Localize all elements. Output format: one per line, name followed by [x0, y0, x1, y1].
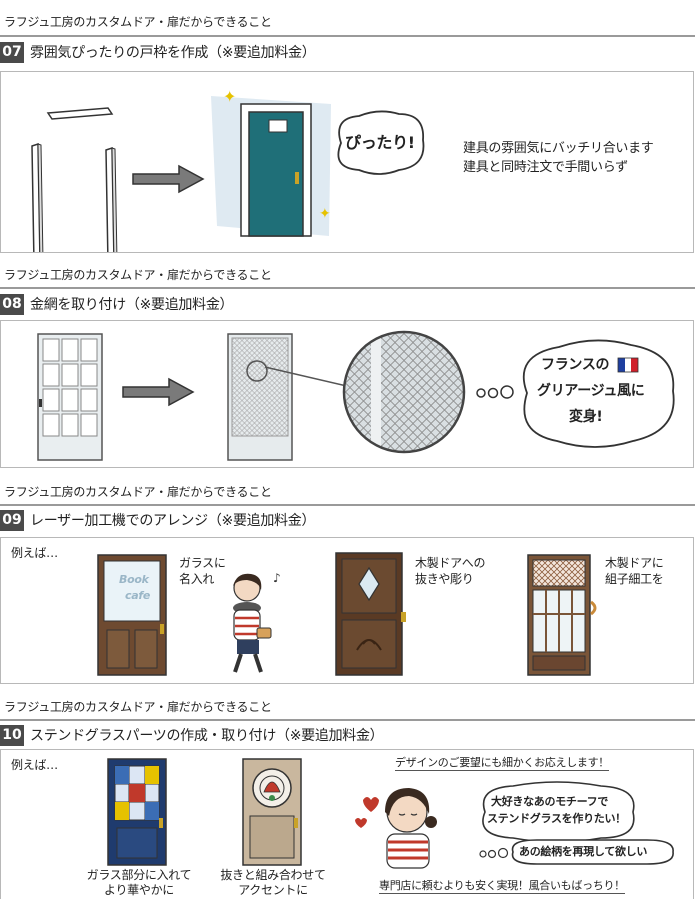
section-description-line2: 建具と同時注文で手間いらず	[463, 160, 628, 175]
divider-08	[0, 287, 695, 289]
arrow-right-icon	[132, 164, 205, 194]
stained-glass-round-window-door-illustration	[242, 758, 302, 866]
door-with-kumiko-illustration	[527, 554, 597, 676]
thought-dots	[479, 847, 509, 859]
french-flag-icon	[617, 357, 639, 373]
divider-07	[0, 35, 695, 37]
speech-bubble-shape	[337, 110, 425, 175]
girl-thinking-illustration	[355, 788, 437, 869]
thought-bubble-1-line2: ステンドグラスを作りたい！	[487, 812, 626, 825]
woman-walking-illustration: ♪	[233, 571, 281, 673]
feature-label-1b: 名入れ	[179, 572, 215, 586]
thought-bubble-line3: 変身!	[569, 409, 603, 425]
section-title: 雰囲気ぴったりの戸枠を作成（※要追加料金）	[30, 45, 316, 61]
bottom-note: 専門店に頼むよりも安く実現！風合いもばっちり！	[379, 879, 625, 894]
stained-glass-blue-door-illustration	[107, 758, 167, 866]
door-frame-parts-illustration	[31, 107, 118, 252]
example-label: 例えば…	[11, 758, 58, 772]
thought-dots	[476, 385, 514, 399]
wood-door-with-cutout-illustration	[335, 552, 406, 676]
section-number: 07	[0, 41, 24, 63]
section-number: 10	[0, 724, 24, 746]
section-header-08: 08 金網を取り付け（※要追加料金）	[0, 293, 234, 315]
feature-label-2b: 抜きや彫り	[415, 572, 474, 586]
thought-bubble-shape-2	[511, 839, 674, 865]
zoom-connector-line	[264, 366, 352, 388]
top-note: デザインのご要望にも細かくお応えします！	[395, 756, 609, 771]
section-number: 09	[0, 509, 24, 531]
section-title: 金網を取り付け（※要追加料金）	[30, 297, 234, 313]
section-header-07: 07 雰囲気ぴったりの戸枠を作成（※要追加料金）	[0, 41, 316, 63]
glass-panel-door-illustration	[37, 333, 103, 461]
thought-bubble-1-line1: 大好きなあのモチーフで	[491, 795, 609, 808]
svg-text:✦: ✦	[319, 206, 331, 222]
thought-bubble-line1: フランスの	[541, 357, 639, 374]
glass-engraving-text2: cafe	[125, 589, 150, 602]
feature-label-1b: より華やかに	[104, 883, 174, 897]
section-caption-07: ラフジュ工房のカスタムドア・扉だからできること	[4, 15, 272, 29]
thought-bubble-2-text: あの絵柄を再現して欲しい	[519, 845, 648, 858]
svg-text:♪: ♪	[273, 571, 281, 585]
svg-text:✦: ✦	[223, 87, 236, 106]
section-panel-10: 例えば… ガラス部分に入れて より華やかに 抜きと組み合わせて アクセントに デ…	[0, 749, 694, 899]
wire-mesh-zoom-circle	[342, 330, 466, 454]
bubble-text-france: フランスの	[541, 357, 610, 373]
section-panel-09: 例えば… Book cafe ガラスに 名入れ ♪ 木製ドアへの 抜きや彫り	[0, 537, 694, 684]
speech-bubble-text: ぴったり!	[345, 133, 415, 152]
section-header-09: 09 レーザー加工機でのアレンジ（※要追加料金）	[0, 509, 315, 531]
feature-label-1a: ガラス部分に入れて	[86, 868, 192, 882]
feature-label-2a: 木製ドアへの	[415, 556, 486, 570]
section-number: 08	[0, 293, 24, 315]
glass-engraving-text1: Book	[119, 573, 149, 586]
example-label: 例えば…	[11, 546, 58, 560]
section-caption-10: ラフジュ工房のカスタムドア・扉だからできること	[4, 700, 272, 714]
section-title: ステンドグラスパーツの作成・取り付け（※要追加料金）	[30, 728, 384, 744]
section-panel-08: フランスの グリアージュ風に 変身!	[0, 320, 694, 468]
section-description-line1: 建具の雰囲気にバッチリ合います	[463, 141, 654, 156]
thought-bubble-line2: グリアージュ風に	[537, 383, 645, 399]
teal-door-with-frame-illustration: ✦ ✦	[211, 87, 331, 237]
wire-mesh-door-illustration	[227, 333, 293, 461]
section-caption-09: ラフジュ工房のカスタムドア・扉だからできること	[4, 485, 272, 499]
divider-09	[0, 504, 695, 506]
thought-bubble-shape-1	[482, 781, 635, 843]
section-header-10: 10 ステンドグラスパーツの作成・取り付け（※要追加料金）	[0, 724, 384, 746]
section-panel-07: ✦ ✦ ぴったり! 建具の雰囲気にバッチリ合います 建具と同時注文で手間いらず	[0, 71, 694, 253]
section-caption-08: ラフジュ工房のカスタムドア・扉だからできること	[4, 268, 272, 282]
section-title: レーザー加工機でのアレンジ（※要追加料金）	[30, 513, 316, 529]
feature-label-3a: 木製ドアに	[605, 556, 664, 570]
feature-label-2b: アクセントに	[238, 883, 308, 897]
door-with-name-engraving-illustration	[97, 554, 167, 676]
feature-label-3b: 組子細工を	[605, 572, 664, 586]
arrow-right-icon	[122, 377, 195, 407]
feature-label-2a: 抜きと組み合わせて	[220, 868, 326, 882]
divider-10	[0, 719, 695, 721]
feature-label-1a: ガラスに	[179, 556, 226, 570]
